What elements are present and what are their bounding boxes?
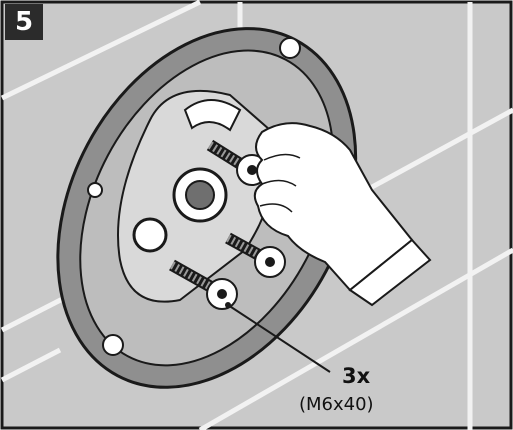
screw-quantity-label: 3x bbox=[342, 364, 371, 388]
step-number-badge: 5 bbox=[5, 4, 43, 40]
bolt-lower bbox=[169, 259, 238, 310]
screw-spec-label: (M6x40) bbox=[299, 394, 374, 415]
callout-anchor-dot bbox=[225, 302, 231, 308]
mixer-body bbox=[117, 89, 276, 303]
hand-illustration bbox=[253, 122, 432, 307]
callout-leader-line bbox=[227, 304, 331, 373]
bolt-middle bbox=[225, 232, 286, 278]
